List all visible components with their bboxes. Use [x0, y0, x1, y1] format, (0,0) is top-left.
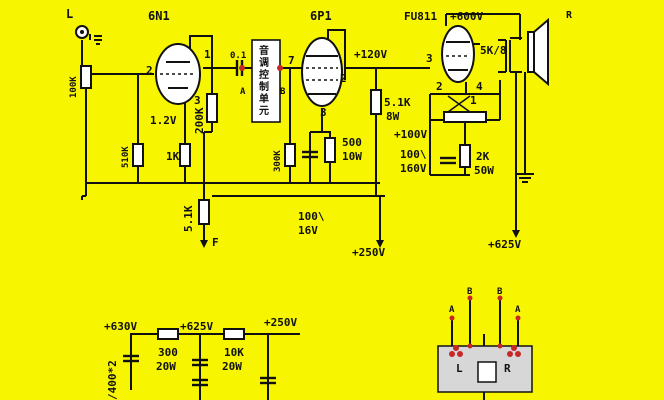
- resistor-psu-10k: [223, 328, 245, 340]
- psu-v625: +625V: [180, 320, 213, 333]
- tone-control-unit: [251, 39, 281, 123]
- s3-pin4: 4: [476, 80, 483, 93]
- tone-char-4: 制: [259, 80, 269, 93]
- psu-v250: +250V: [264, 316, 297, 329]
- speaker-label: R: [566, 10, 573, 21]
- psu-cap-label: /400*2: [106, 360, 119, 400]
- resistors: [80, 65, 487, 340]
- s2-cap-volt-label: 16V: [298, 224, 318, 237]
- cathode-v-label: 1.2V: [150, 114, 177, 127]
- resistor-1k: [179, 143, 191, 167]
- resistor-2k: [459, 144, 471, 168]
- tone-char-6: 元: [259, 105, 269, 117]
- tone-char-1: 音: [259, 44, 269, 57]
- tube1-label: 6N1: [148, 9, 170, 23]
- psu-r1-w: 20W: [156, 360, 176, 373]
- r510k-label: 510K: [121, 146, 131, 168]
- input-jack: [75, 25, 89, 39]
- panel-b2: B: [497, 287, 503, 297]
- transformer-label: 5K/8: [480, 44, 507, 57]
- resistor-500: [324, 137, 336, 163]
- s3-screen-label: +100V: [394, 128, 427, 141]
- resistor-5k1-feed: [198, 199, 210, 225]
- s2-pin2: 2: [340, 72, 347, 85]
- tube-6n1: [155, 43, 201, 105]
- feed-label: F: [212, 236, 219, 249]
- s1-pin-plate: 1: [204, 48, 211, 61]
- resistor-5k1-drop: [370, 89, 382, 115]
- tube-fu811: [441, 25, 475, 83]
- input-label: L: [66, 7, 73, 21]
- r5k1-feed-label: 5.1K: [182, 205, 195, 232]
- resistor-psu-300: [157, 328, 179, 340]
- s3-pin3: 3: [426, 52, 433, 65]
- output-panel: [437, 295, 533, 393]
- panel-a2: A: [515, 305, 521, 315]
- r5k1-drop-label: 5.1K: [384, 96, 411, 109]
- s3-supply-label: +625V: [488, 238, 521, 251]
- psu-r2: 10K: [224, 346, 244, 359]
- resistor-r-in: [80, 65, 92, 89]
- s3-cap-label: 100\: [400, 148, 427, 161]
- r2k-w-label: 50W: [474, 164, 494, 177]
- r-in-label: 100K: [69, 76, 79, 98]
- s3-pin2: 2: [436, 80, 443, 93]
- r500-w-label: 10W: [342, 150, 362, 163]
- panel-left: L: [456, 362, 463, 375]
- tone-char-3: 控: [259, 68, 269, 81]
- speaker-icon: [527, 17, 549, 87]
- s3-bplus-label: +600V: [450, 10, 483, 23]
- capacitors: [123, 60, 456, 387]
- tone-char-5: 单: [259, 92, 269, 105]
- r200k-label: 200K: [193, 107, 206, 134]
- psu-v630: +630V: [104, 320, 137, 333]
- panel-b1: B: [467, 287, 473, 297]
- r2k-label: 2K: [476, 150, 490, 163]
- s2-cap-label: 100\: [298, 210, 325, 223]
- tube2-label: 6P1: [310, 9, 332, 23]
- s2-pin7: 7: [288, 54, 295, 67]
- psu-r2-w: 20W: [222, 360, 242, 373]
- coupling-nodes: [239, 65, 283, 71]
- coupling-cap-label: 0.1: [230, 51, 246, 61]
- s2-pin3: 3: [320, 106, 327, 119]
- s2-bplus-label: +120V: [354, 48, 387, 61]
- r500-label: 500: [342, 136, 362, 149]
- r1k-label: 1K: [166, 150, 180, 163]
- s3-cap-volt-label: 160V: [400, 162, 427, 175]
- panel-right: R: [504, 362, 511, 375]
- resistor-300k: [284, 143, 296, 167]
- panel-a1: A: [449, 305, 455, 315]
- tone-char-2: 调: [259, 56, 269, 69]
- node-a-label: A: [240, 87, 246, 97]
- s1-pin-cathode: 3: [194, 94, 201, 107]
- s2-supply-label: +250V: [352, 246, 385, 259]
- resistor-200k: [206, 93, 218, 123]
- resistor-510k: [132, 143, 144, 167]
- resistor-screen: [443, 111, 487, 123]
- filament: [447, 95, 471, 113]
- tube-6p1: [301, 37, 343, 107]
- supply-arrows: [200, 230, 520, 248]
- psu-r1: 300: [158, 346, 178, 359]
- r5k1-drop-w-label: 8W: [386, 110, 400, 123]
- s3-pin1: 1: [470, 94, 477, 107]
- r300k-label: 300K: [273, 150, 283, 172]
- node-b-label: B: [280, 87, 286, 97]
- s1-pin-grid: 2: [146, 64, 153, 77]
- tube3-label: FU811: [404, 10, 437, 23]
